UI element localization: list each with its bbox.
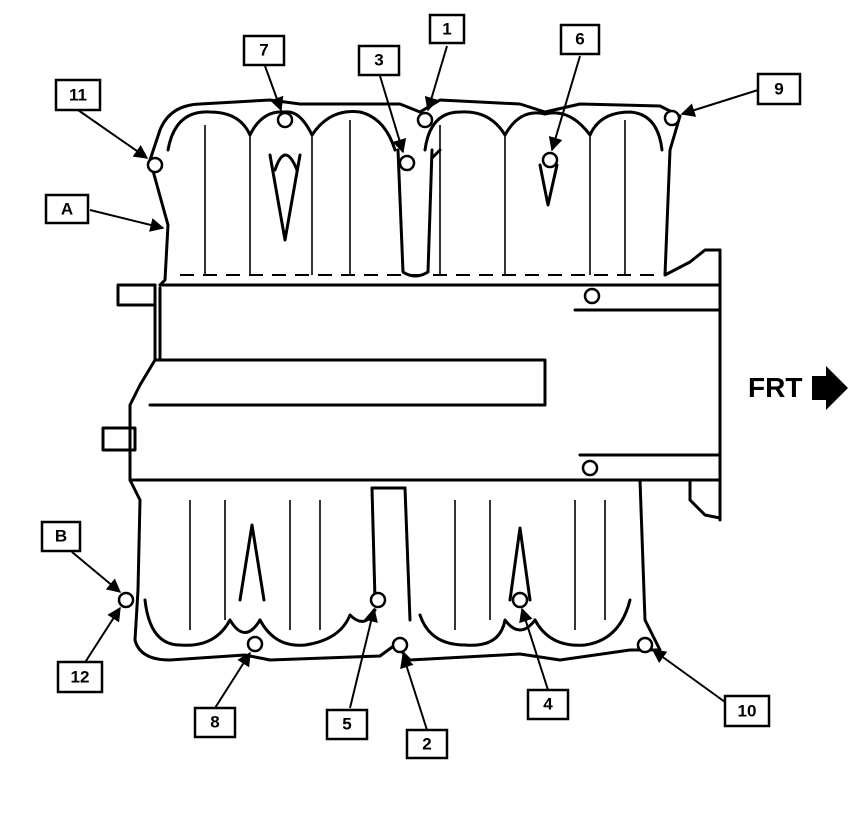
callout-1-label: 1 bbox=[442, 20, 451, 39]
callout-6: 6 bbox=[559, 23, 601, 56]
lower-runner-bank bbox=[128, 478, 662, 662]
callout-5-label: 5 bbox=[342, 715, 351, 734]
callout-A: A bbox=[44, 193, 90, 225]
bolt-11 bbox=[146, 156, 164, 174]
callout-12-label: 12 bbox=[71, 668, 90, 687]
callout-11: 11 bbox=[54, 78, 102, 112]
callout-9-label: 9 bbox=[774, 80, 783, 99]
front-label: FRT bbox=[748, 372, 802, 403]
callout-4-label: 4 bbox=[543, 695, 553, 714]
callout-8-label: 8 bbox=[210, 713, 219, 732]
bolt-1 bbox=[416, 111, 434, 129]
plenum-hole-upper bbox=[583, 287, 601, 305]
callout-B: B bbox=[40, 520, 82, 553]
callout-2-label: 2 bbox=[422, 735, 431, 754]
bolt-4 bbox=[511, 591, 529, 609]
bolt-8 bbox=[246, 635, 264, 653]
callout-3: 3 bbox=[357, 44, 401, 77]
callout-7-label: 7 bbox=[259, 41, 268, 60]
callout-10-label: 10 bbox=[738, 702, 757, 721]
bolt-12 bbox=[117, 591, 135, 609]
bolt-holes bbox=[117, 109, 681, 654]
bolt-5 bbox=[369, 591, 387, 609]
bolt-9 bbox=[663, 109, 681, 127]
callout-B-label: B bbox=[55, 527, 67, 546]
bolt-6 bbox=[541, 151, 559, 169]
plenum-body bbox=[101, 248, 722, 522]
callout-6-label: 6 bbox=[575, 30, 584, 49]
callout-2: 2 bbox=[405, 728, 449, 760]
callout-1: 1 bbox=[428, 13, 466, 45]
callout-11-label: 11 bbox=[69, 86, 87, 105]
callout-4: 4 bbox=[526, 688, 570, 721]
front-arrow-icon bbox=[812, 366, 848, 410]
callout-10: 10 bbox=[723, 694, 771, 728]
bolt-2 bbox=[391, 636, 409, 654]
bolt-10 bbox=[636, 636, 654, 654]
callout-9: 9 bbox=[756, 72, 802, 106]
callout-5: 5 bbox=[325, 708, 369, 741]
bolt-7 bbox=[276, 111, 294, 129]
callout-12: 12 bbox=[56, 660, 104, 694]
plenum-hole-lower bbox=[581, 459, 599, 477]
leader-lines bbox=[71, 45, 759, 731]
callout-A-label: A bbox=[61, 200, 73, 219]
bolt-3 bbox=[398, 154, 416, 172]
callout-3-label: 3 bbox=[374, 51, 383, 70]
callout-8: 8 bbox=[193, 706, 237, 739]
upper-runner-bank bbox=[148, 98, 722, 292]
front-indicator: FRT bbox=[748, 366, 848, 410]
callout-7: 7 bbox=[242, 34, 286, 67]
